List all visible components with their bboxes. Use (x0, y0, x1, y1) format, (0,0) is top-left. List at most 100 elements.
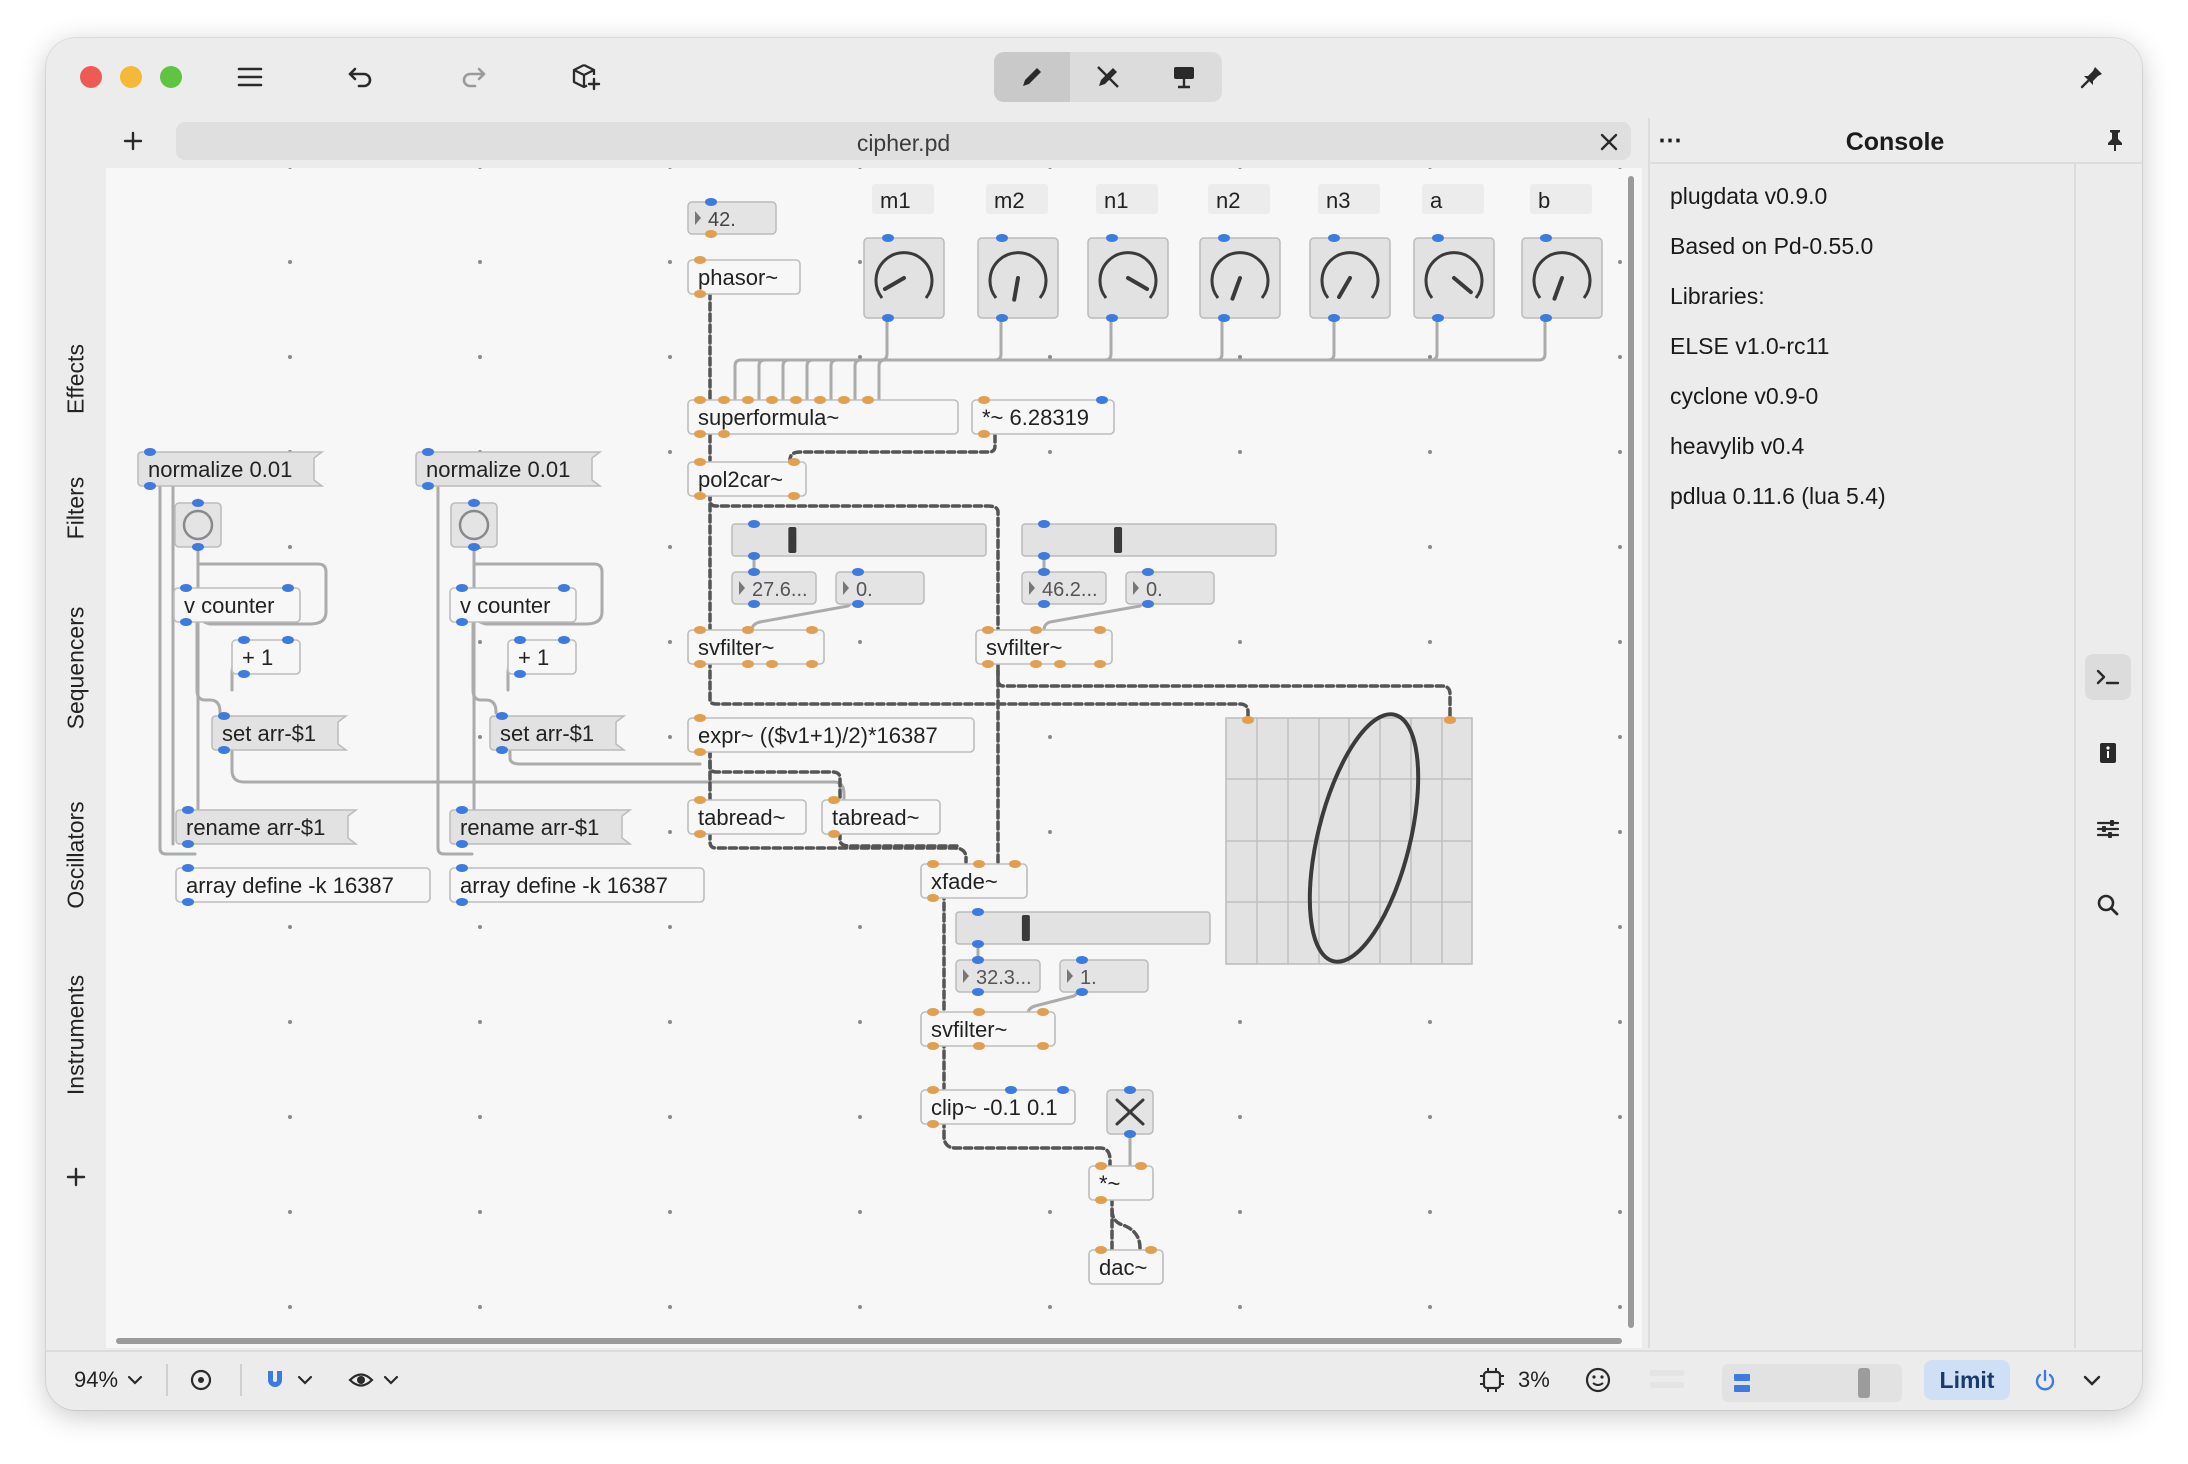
object-expr[interactable]: expr~ (($v1+1)/2)*16387 (687, 714, 975, 756)
slider-handle[interactable] (788, 527, 797, 553)
volume-slider[interactable] (1722, 1364, 1902, 1402)
bang-left[interactable] (174, 499, 222, 551)
number-box-q-left[interactable]: 0. (835, 568, 925, 608)
patch-canvas[interactable]: 42. phasor~ superformula~ *~ 6.28319 pol2ca… (106, 168, 1642, 1348)
slider-out[interactable] (955, 908, 1211, 948)
edit-mode-icon (1023, 68, 1041, 86)
knob-m2[interactable]: m2 (977, 184, 1059, 322)
slider-handle[interactable] (1114, 527, 1123, 553)
more-options-button[interactable]: ⋯ (1658, 126, 1682, 155)
object-label: pol2car~ (698, 467, 783, 492)
console-panel-button[interactable] (2085, 654, 2131, 700)
presentation-mode-icon (1174, 67, 1194, 89)
zoom-window-button[interactable] (160, 66, 182, 88)
object-counter-left[interactable]: v counter (173, 584, 301, 626)
number-box-cutoff-out[interactable]: 32.3... (955, 956, 1041, 996)
volume-handle[interactable] (1858, 1368, 1870, 1398)
object-label: svfilter~ (698, 635, 774, 660)
knob-n2[interactable]: n2 (1199, 184, 1281, 322)
object-label: expr~ (($v1+1)/2)*16387 (698, 723, 938, 748)
object-rename-left[interactable]: rename arr-$1 (175, 806, 359, 848)
object-plus-left[interactable]: + 1 (231, 636, 301, 678)
add-object-button[interactable] (563, 56, 609, 98)
number-box-cutoff-right[interactable]: 46.2... (1021, 568, 1107, 608)
add-category-button[interactable] (61, 1162, 91, 1192)
expand-status-button[interactable] (2082, 1374, 2102, 1393)
menu-button[interactable] (227, 56, 273, 98)
documentation-panel-button[interactable] (2085, 730, 2131, 776)
snap-settings-selector[interactable] (262, 1360, 314, 1400)
object-svfilter-right[interactable]: svfilter~ (975, 626, 1113, 668)
object-clip[interactable]: clip~ -0.1 0.1 (920, 1086, 1076, 1128)
object-svfilter-out[interactable]: svfilter~ (920, 1008, 1056, 1050)
object-tabread-b[interactable]: tabread~ (821, 796, 941, 838)
run-mode-button[interactable] (1070, 52, 1146, 102)
object-mul-twopi[interactable]: *~ 6.28319 (971, 396, 1115, 438)
sidebar-item-sequencers[interactable]: Sequencers (62, 606, 89, 730)
object-plus-right[interactable]: + 1 (507, 636, 577, 678)
minimize-window-button[interactable] (120, 66, 142, 88)
slider-handle[interactable] (1021, 915, 1030, 941)
object-phasor[interactable]: phasor~ (687, 256, 801, 298)
object-mul-out[interactable]: *~ (1088, 1162, 1154, 1204)
new-tab-button[interactable] (118, 126, 148, 156)
number-box-q-out[interactable]: 1. (1059, 956, 1149, 996)
knob-b[interactable]: b (1521, 184, 1603, 322)
knob-m1[interactable]: m1 (863, 184, 945, 322)
object-label: superformula~ (698, 405, 839, 430)
overlay-settings-selector[interactable] (348, 1360, 400, 1400)
redo-button[interactable] (450, 56, 496, 98)
presentation-mode-button[interactable] (1146, 52, 1222, 102)
slider-right[interactable] (1021, 520, 1277, 560)
bang-right[interactable] (450, 499, 498, 551)
horizontal-scrollbar[interactable] (116, 1338, 1622, 1344)
dsp-power-button[interactable] (2032, 1368, 2058, 1399)
sidebar-item-effects[interactable]: Effects (62, 344, 89, 414)
object-pol2car[interactable]: pol2car~ (687, 458, 807, 500)
object-array-right[interactable]: array define -k 16387 (449, 864, 705, 906)
knob-a[interactable]: a (1413, 184, 1495, 322)
pin-button[interactable] (2104, 128, 2126, 157)
close-window-button[interactable] (80, 66, 102, 88)
plugin-button[interactable] (2069, 56, 2115, 98)
object-xfade[interactable]: xfade~ (920, 860, 1028, 902)
sidebar-item-oscillators[interactable]: Oscillators (62, 801, 89, 909)
object-dac[interactable]: dac~ (1088, 1246, 1164, 1285)
close-tab-button[interactable] (1597, 130, 1621, 154)
number-box-freq[interactable]: 42. (687, 198, 777, 238)
inspector-panel-button[interactable] (2085, 806, 2131, 852)
edit-mode-button[interactable] (994, 52, 1070, 102)
object-set-left[interactable]: set arr-$1 (211, 712, 349, 754)
object-set-right[interactable]: set arr-$1 (489, 712, 627, 754)
zoom-selector[interactable]: 94% (74, 1360, 144, 1400)
undo-button[interactable] (338, 56, 384, 98)
vertical-scrollbar[interactable] (1628, 176, 1634, 1328)
knob-n3[interactable]: n3 (1309, 184, 1391, 322)
center-view-button[interactable] (188, 1360, 214, 1400)
number-box-cutoff-left[interactable]: 27.6... (731, 568, 817, 608)
object-array-left[interactable]: array define -k 16387 (175, 864, 431, 906)
output-toggle[interactable] (1106, 1086, 1154, 1138)
object-tabread-a[interactable]: tabread~ (687, 796, 807, 838)
object-superformula[interactable]: superformula~ (687, 396, 959, 438)
plus-icon (66, 1167, 86, 1187)
object-counter-right[interactable]: v counter (449, 584, 577, 626)
chevron-down-icon (127, 1375, 143, 1385)
tab-cipher[interactable]: cipher.pd (176, 122, 1631, 160)
limit-button[interactable]: Limit (1924, 1360, 2010, 1400)
number-freq-value: 42. (708, 209, 736, 231)
knob-label: m1 (880, 188, 911, 213)
object-rename-right[interactable]: rename arr-$1 (449, 806, 633, 848)
object-normalize-left[interactable]: normalize 0.01 (137, 448, 325, 490)
sidebar-item-instruments[interactable]: Instruments (62, 974, 89, 1096)
number-box-q-right[interactable]: 0. (1125, 568, 1215, 608)
plugin-mode-button[interactable] (1584, 1360, 1612, 1400)
knob-n1[interactable]: n1 (1087, 184, 1169, 322)
object-normalize-right[interactable]: normalize 0.01 (415, 448, 603, 490)
sidebar-item-filters[interactable]: Filters (62, 476, 89, 540)
slider-left[interactable] (731, 520, 987, 560)
search-panel-button[interactable] (2085, 882, 2131, 928)
volume-indicator (1734, 1374, 1750, 1392)
object-svfilter-left[interactable]: svfilter~ (687, 626, 825, 668)
object-label: set arr-$1 (500, 721, 594, 746)
